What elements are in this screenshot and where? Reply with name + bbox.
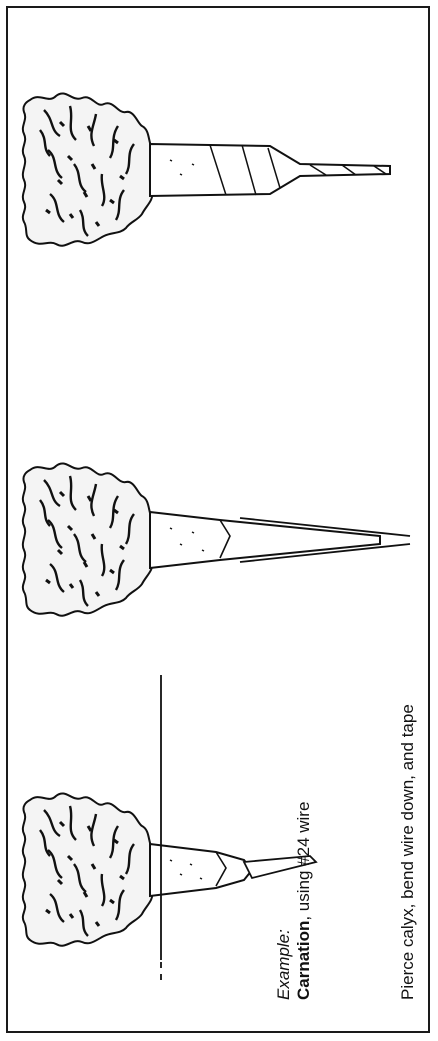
flower-name: Carnation	[294, 921, 313, 1000]
carnation-step-3	[23, 93, 390, 245]
example-description: Carnation, using #24 wire	[294, 802, 314, 1000]
caption: Pierce calyx, bend wire down, and tape	[398, 704, 418, 1000]
example-label: Example:	[274, 929, 294, 1000]
carnation-step-2	[23, 463, 410, 615]
carnation-step-1	[23, 793, 316, 945]
wire-gauge-text: , using #24 wire	[294, 802, 313, 921]
